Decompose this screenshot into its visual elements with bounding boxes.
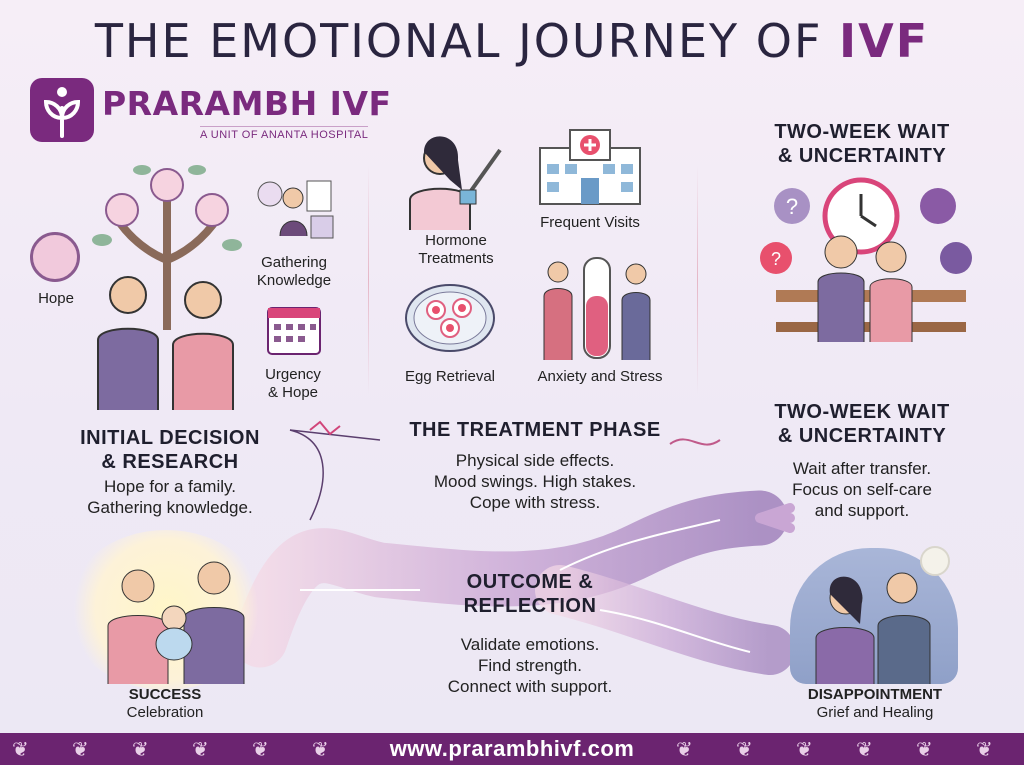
egg-retrieval-label: Egg Retrieval xyxy=(404,368,496,385)
petri-dish-icon xyxy=(405,284,495,352)
svg-text:?: ? xyxy=(786,194,798,219)
brand-name: PRARAMBH IVF xyxy=(102,84,392,123)
comforting-couple-icon xyxy=(815,572,931,684)
anxiety-stress-icon xyxy=(543,257,651,360)
website-link[interactable]: www.prarambhivf.com xyxy=(389,736,635,761)
moon-icon xyxy=(920,546,950,576)
two-week-wait-title: TWO-WEEK WAIT & UNCERTAINTY xyxy=(774,401,950,447)
initial-decision-body: Hope for a family. Gathering knowledge. xyxy=(87,477,253,517)
outcome-reflection-title: OUTCOME & REFLECTION xyxy=(463,571,597,617)
gathering-knowledge-label: Gathering Knowledge xyxy=(256,254,332,289)
footer-bar xyxy=(0,733,1024,765)
sprout-icon: ❦ xyxy=(192,739,209,761)
success-label: SUCCESS Celebration xyxy=(90,686,240,722)
family-baby-icon xyxy=(107,561,245,684)
sprout-icon: ❦ xyxy=(132,739,149,761)
frequent-visits-label: Frequent Visits xyxy=(540,214,640,231)
anxiety-stress-label: Anxiety and Stress xyxy=(537,368,663,385)
gathering-knowledge-icon xyxy=(257,180,334,239)
disappointment-label: DISAPPOINTMENT Grief and Healing xyxy=(790,686,960,722)
two-week-wait-heading: TWO-WEEK WAIT & UNCERTAINTY xyxy=(774,121,950,167)
brand-logo-icon[interactable] xyxy=(30,78,94,142)
disappointment-title: DISAPPOINTMENT xyxy=(807,686,943,703)
sprout-icon: ❦ xyxy=(796,739,813,761)
two-week-wait-body: Wait after transfer. Focus on self-care … xyxy=(792,459,932,520)
waiting-couple-icon: ? ? xyxy=(760,177,972,342)
success-title: SUCCESS xyxy=(128,686,202,703)
sprout-icon: ❦ xyxy=(736,739,753,761)
page-title: THE EMOTIONAL JOURNEY OF IVF xyxy=(94,14,930,68)
sprout-icon: ❦ xyxy=(252,739,269,761)
sprout-icon: ❦ xyxy=(916,739,933,761)
svg-text:?: ? xyxy=(771,249,781,269)
hope-icon xyxy=(30,232,80,282)
treatment-phase-body: Physical side effects. Mood swings. High… xyxy=(433,451,637,512)
doctor-injection-icon xyxy=(409,136,502,230)
urgency-hope-label: Urgency & Hope xyxy=(265,366,321,401)
hospital-icon xyxy=(539,129,641,205)
family-tree-icon xyxy=(92,165,242,330)
calendar-icon xyxy=(267,307,321,355)
sprout-icon: ❦ xyxy=(976,739,993,761)
outcome-reflection-body: Validate emotions. Find strength. Connec… xyxy=(447,635,613,696)
brand-tagline: A UNIT OF ANANTA HOSPITAL xyxy=(200,126,369,141)
sprout-icon: ❦ xyxy=(312,739,329,761)
hormone-treatments-label: Hormone Treatments xyxy=(418,232,494,267)
section-divider xyxy=(368,165,369,395)
hope-label: Hope xyxy=(38,290,74,307)
sprout-icon: ❦ xyxy=(856,739,873,761)
couple-icon xyxy=(97,276,234,410)
initial-decision-title: INITIAL DECISION & RESEARCH xyxy=(80,427,260,473)
sprout-icon: ❦ xyxy=(72,739,89,761)
sprout-icon: ❦ xyxy=(676,739,693,761)
treatment-phase-title: THE TREATMENT PHASE xyxy=(409,419,661,441)
success-subtitle: Celebration xyxy=(126,704,204,721)
section-divider xyxy=(697,165,698,395)
disappointment-subtitle: Grief and Healing xyxy=(816,704,934,721)
journey-path xyxy=(232,420,795,675)
sprout-icon: ❦ xyxy=(12,739,29,761)
